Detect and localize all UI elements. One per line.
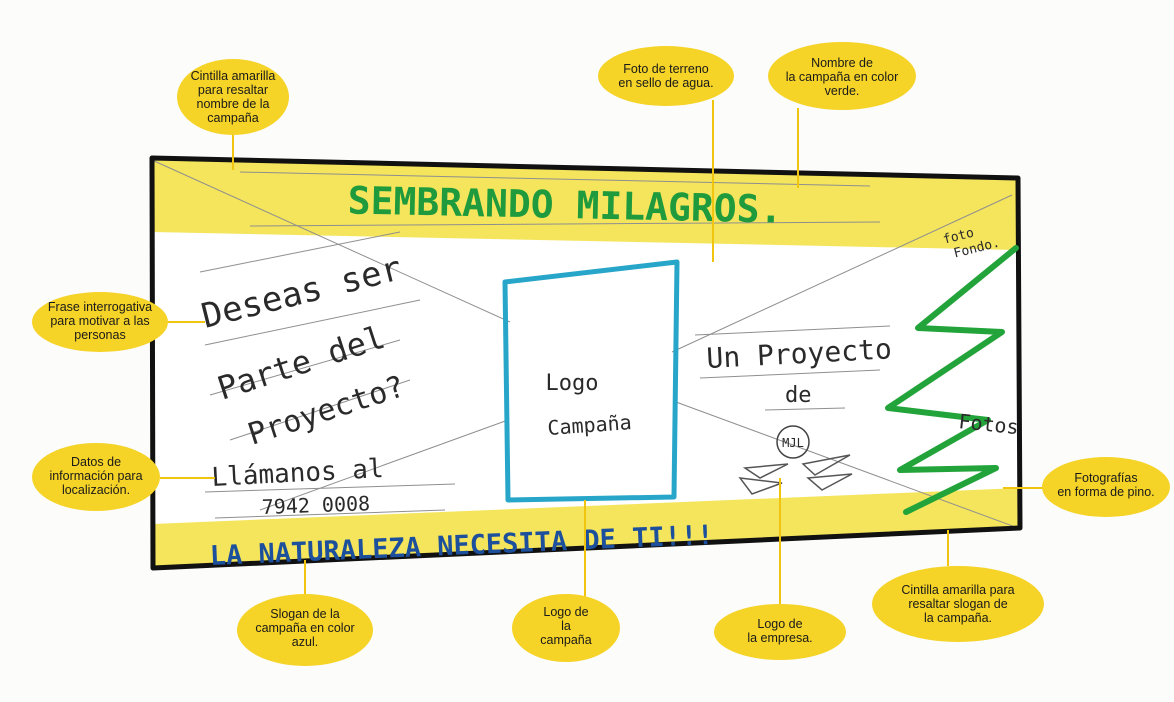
contact-line-2: 7942 0008 [261,491,370,519]
svg-text:Logo de: Logo de [543,605,588,619]
svg-text:la campaña en color: la campaña en color [786,70,899,84]
logo-text-2: Campaña [547,410,633,440]
logo-placeholder: Logo Campaña [502,259,680,503]
watermark-cross-lines [151,159,1019,529]
svg-text:información para: información para [49,469,142,483]
annotation-slogan-azul: Slogan de la campaña en color azul. [237,594,373,666]
svg-text:campaña: campaña [540,633,591,647]
svg-text:para motivar a las: para motivar a las [50,314,149,328]
svg-text:en forma de pino.: en forma de pino. [1057,485,1154,499]
annotation-foto-terreno: Foto de terreno en sello de agua. [598,46,734,106]
annotation-cintilla-amarilla-slogan: Cintilla amarilla para resaltar slogan d… [872,566,1044,642]
svg-text:azul.: azul. [292,635,318,649]
leader-lines [160,100,1045,606]
svg-text:Foto de terreno: Foto de terreno [623,62,709,76]
svg-text:la: la [561,619,571,633]
svg-text:Cintilla amarilla: Cintilla amarilla [191,69,276,83]
svg-text:Fotografías: Fotografías [1074,471,1137,485]
top-yellow-band [152,158,1019,250]
annotation-fotografias-pino: Fotografías en forma de pino. [1042,457,1170,517]
banner-border [149,155,1023,571]
svg-text:campaña en color: campaña en color [255,621,354,635]
svg-text:localización.: localización. [62,483,130,497]
company-initials: MJL [782,436,804,450]
bottom-yellow-band [153,488,1020,568]
svg-text:nombre de la: nombre de la [197,97,270,111]
svg-text:la empresa.: la empresa. [747,631,812,645]
svg-text:Logo de: Logo de [757,617,802,631]
svg-text:Frase interrogativa: Frase interrogativa [48,300,152,314]
svg-text:verde.: verde. [825,84,860,98]
svg-text:para resaltar: para resaltar [198,83,268,97]
annotation-datos-localizacion: Datos de información para localización. [32,443,160,511]
annotation-logo-campana: Logo de la campaña [512,594,620,662]
svg-text:foto: foto [942,226,976,248]
annotation-cintilla-amarilla-nombre: Cintilla amarilla para resaltar nombre d… [177,59,289,135]
svg-text:campaña: campaña [207,111,258,125]
company-logo: MJL [738,425,853,495]
campaign-name: SEMBRANDO MILAGROS. [347,178,783,231]
svg-text:Datos de: Datos de [71,455,121,469]
svg-text:Nombre de: Nombre de [811,56,873,70]
annotation-logo-empresa: Logo de la empresa. [714,604,846,660]
svg-text:personas: personas [74,328,125,342]
logo-text-1: Logo [546,371,599,396]
annotation-nombre-verde: Nombre de la campaña en color verde. [768,42,916,110]
project-line-2: de [785,383,812,408]
svg-text:Slogan de la: Slogan de la [270,607,340,621]
svg-text:resaltar slogan de: resaltar slogan de [908,597,1007,611]
svg-text:Cintilla amarilla para: Cintilla amarilla para [901,583,1014,597]
banner-sketch: SEMBRANDO MILAGROS. foto Fondo. Deseas s… [149,155,1023,572]
svg-text:en sello de agua.: en sello de agua. [618,76,713,90]
pine-photos: Fotos [885,245,1020,515]
svg-text:la campaña.: la campaña. [924,611,992,625]
annotation-frase-interrogativa: Frase interrogativa para motivar a las p… [32,292,168,352]
